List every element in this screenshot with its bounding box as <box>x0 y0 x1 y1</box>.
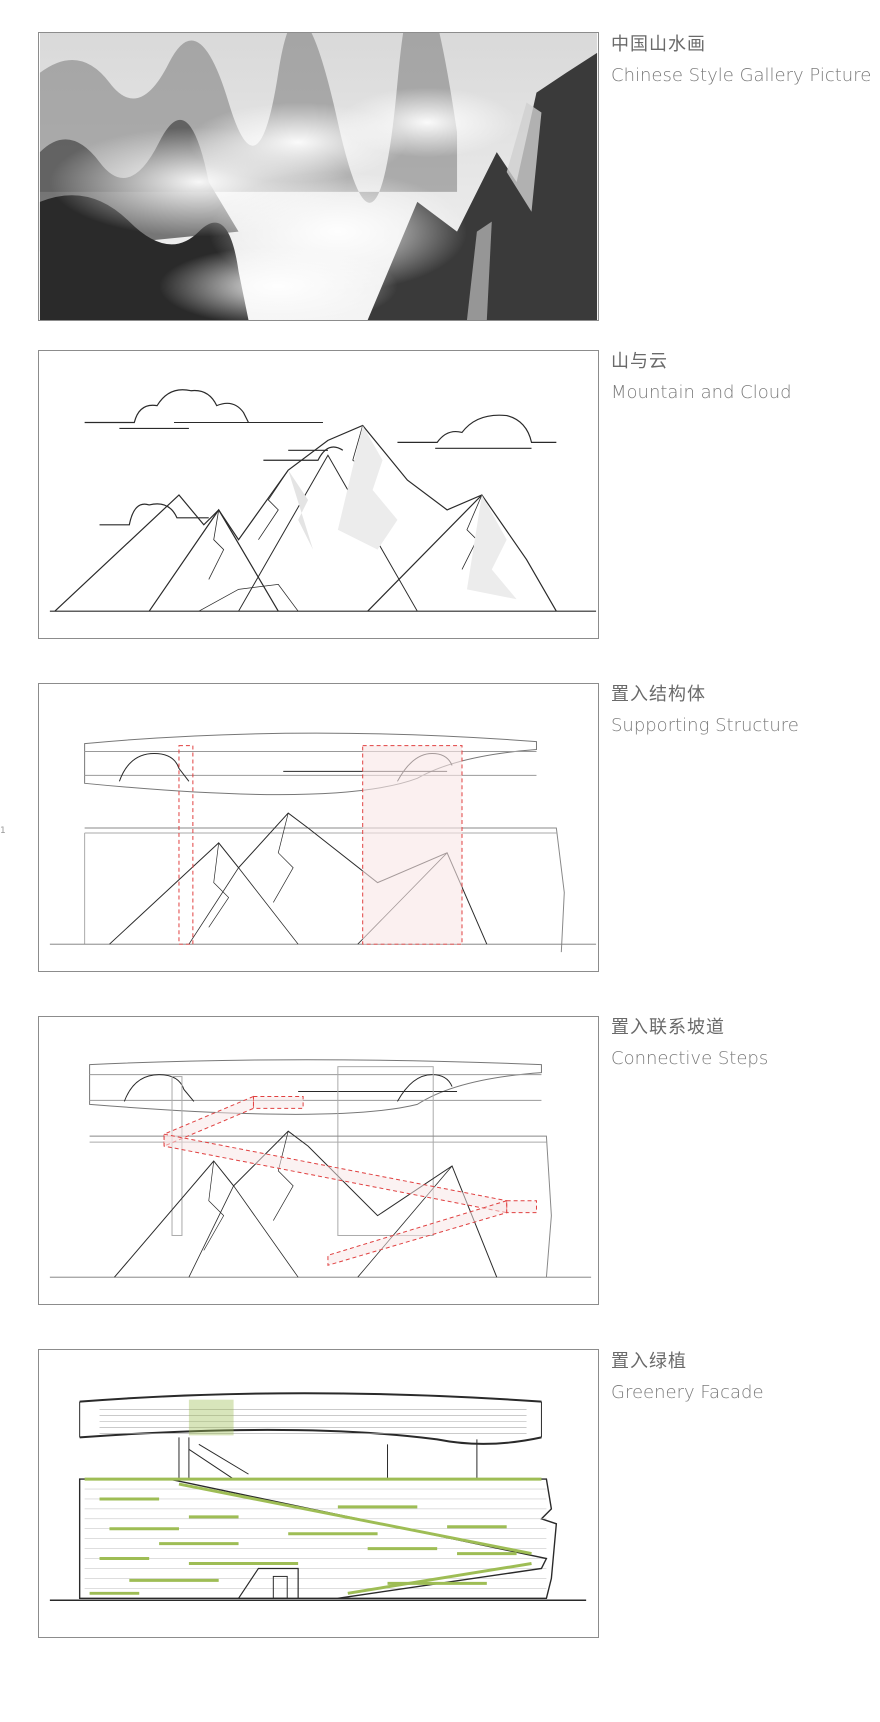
panel-ink-painting <box>38 32 599 321</box>
ramp-drawing <box>49 1059 592 1278</box>
caption-3: 置入结构体 Supporting Structure <box>611 684 873 738</box>
caption-4: 置入联系坡道 Connective Steps <box>611 1017 873 1071</box>
caption-title-zh: 置入绿植 <box>611 1351 687 1372</box>
caption-title-en: Mountain and Cloud <box>611 382 792 403</box>
panel-mountain-cloud <box>38 350 599 639</box>
caption-title-en: Greenery Facade <box>611 1382 764 1403</box>
caption-title-zh: 山与云 <box>611 351 668 372</box>
mountain-cloud-drawing <box>49 389 597 612</box>
caption-title-en: Connective Steps <box>611 1048 769 1069</box>
caption-2: 山与云 Mountain and Cloud <box>611 351 873 405</box>
caption-title-zh: 置入结构体 <box>611 684 706 705</box>
edge-mark: 1 <box>0 826 6 836</box>
caption-title-en: Chinese Style Gallery Picture <box>611 65 872 86</box>
greenery-drawing <box>49 1392 587 1601</box>
structure-drawing <box>49 732 597 953</box>
panel-connective-steps <box>38 1016 599 1305</box>
ink-landscape-image <box>39 33 598 320</box>
caption-5: 置入绿植 Greenery Facade <box>611 1351 873 1405</box>
caption-title-zh: 中国山水画 <box>611 34 706 55</box>
caption-1: 中国山水画 Chinese Style Gallery Picture <box>611 34 873 88</box>
caption-title-en: Supporting Structure <box>611 715 799 736</box>
caption-title-zh: 置入联系坡道 <box>611 1017 725 1038</box>
panel-greenery-facade <box>38 1349 599 1638</box>
panel-supporting-structure <box>38 683 599 972</box>
